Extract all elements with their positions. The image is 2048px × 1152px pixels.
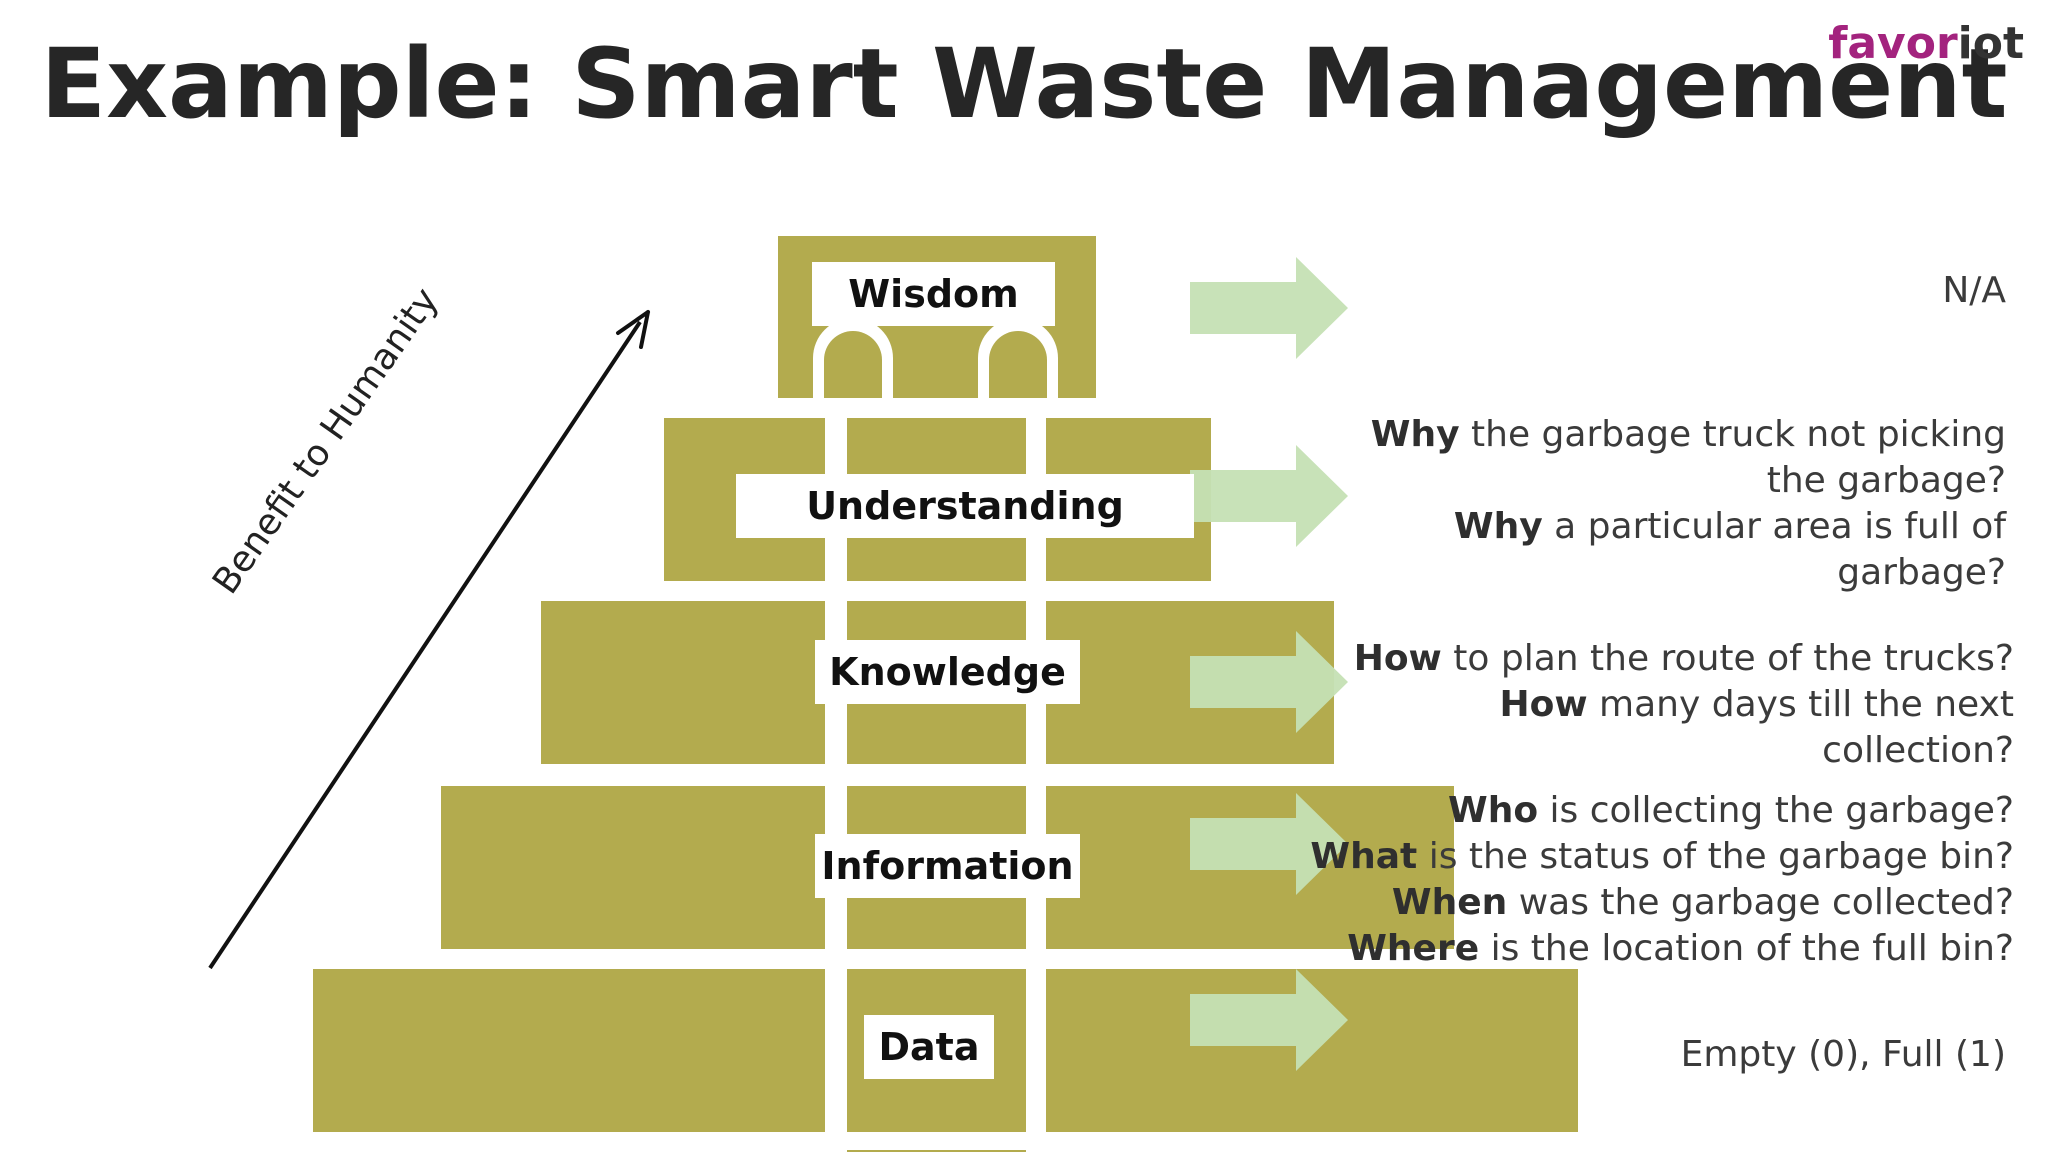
desc-knowledge: How to plan the route of the trucks? How… [1354,636,2014,774]
level-label-information: Information [815,834,1080,898]
desc-understanding-q1-rest: the garbage truck not picking [1459,414,2006,455]
logo-part-iot: iot [1957,18,2024,69]
desc-understanding-line4: garbage? [1837,552,2006,593]
desc-knowledge-line1: How to plan the route of the trucks? [1354,636,2014,682]
wisdom-arch-right-inner [989,331,1047,398]
desc-information-q1-rest: is collecting the garbage? [1538,790,2014,831]
desc-understanding-line3: Why a particular area is full of [1371,504,2006,550]
desc-information-line1: Who is collecting the garbage? [1310,788,2014,834]
desc-understanding-line2: the garbage? [1766,460,2006,501]
arrow-data [1190,969,1348,1071]
desc-information-line3: When was the garbage collected? [1310,880,2014,926]
logo-part-favor: favor [1828,18,1958,69]
desc-understanding: Why the garbage truck not picking the ga… [1371,412,2006,596]
desc-knowledge-q1-bold: How [1353,638,1442,679]
desc-understanding-q1-bold: Why [1370,414,1460,455]
level-label-knowledge: Knowledge [815,640,1080,704]
desc-data: Empty (0), Full (1) [1681,1032,2006,1078]
desc-knowledge-q1-rest: to plan the route of the trucks? [1441,638,2014,679]
level-label-understanding: Understanding [736,474,1194,538]
level-label-wisdom: Wisdom [812,262,1055,326]
level-label-data: Data [864,1015,994,1079]
pyramid-knowledge-left [541,601,825,764]
desc-information-q4-rest: is the location of the full bin? [1479,928,2014,969]
desc-understanding-line1: Why the garbage truck not picking [1371,412,2006,458]
wisdom-arch-left-inner [824,331,882,398]
arrow-knowledge [1190,631,1348,733]
desc-information-q3-bold: When [1391,882,1508,923]
desc-information-q2-rest: is the status of the garbage bin? [1417,836,2014,877]
desc-wisdom: N/A [1942,268,2006,314]
pyramid-data-left [313,969,825,1132]
desc-understanding-q2-rest: a particular area is full of [1542,506,2006,547]
desc-information-q3-rest: was the garbage collected? [1507,882,2014,923]
desc-data-line: Empty (0), Full (1) [1680,1034,2006,1075]
benefit-arrow-line [208,320,642,970]
slide-title: Example: Smart Waste Management [40,28,2008,140]
pyramid-foundation [847,1150,1026,1152]
arrow-understanding [1190,445,1348,547]
arrow-wisdom [1190,257,1348,359]
desc-information-line4: Where is the location of the full bin? [1310,926,2014,972]
desc-information: Who is collecting the garbage? What is t… [1310,788,2014,972]
desc-information-line2: What is the status of the garbage bin? [1310,834,2014,880]
pyramid-information-left [441,786,825,949]
desc-knowledge-line2: How many days till the next [1354,682,2014,728]
desc-information-q2-bold: What [1310,836,1418,877]
desc-knowledge-line3: collection? [1822,730,2014,771]
benefit-arrow-head [616,310,650,349]
favoriot-logo: favoriot [1828,18,2024,69]
desc-knowledge-q2-rest: many days till the next [1587,684,2014,725]
desc-information-q1-bold: Who [1448,790,1539,831]
desc-wisdom-line: N/A [1942,270,2006,311]
arrow-information [1190,793,1348,895]
desc-knowledge-q2-bold: How [1499,684,1588,725]
desc-information-q4-bold: Where [1347,928,1480,969]
desc-understanding-q2-bold: Why [1453,506,1543,547]
